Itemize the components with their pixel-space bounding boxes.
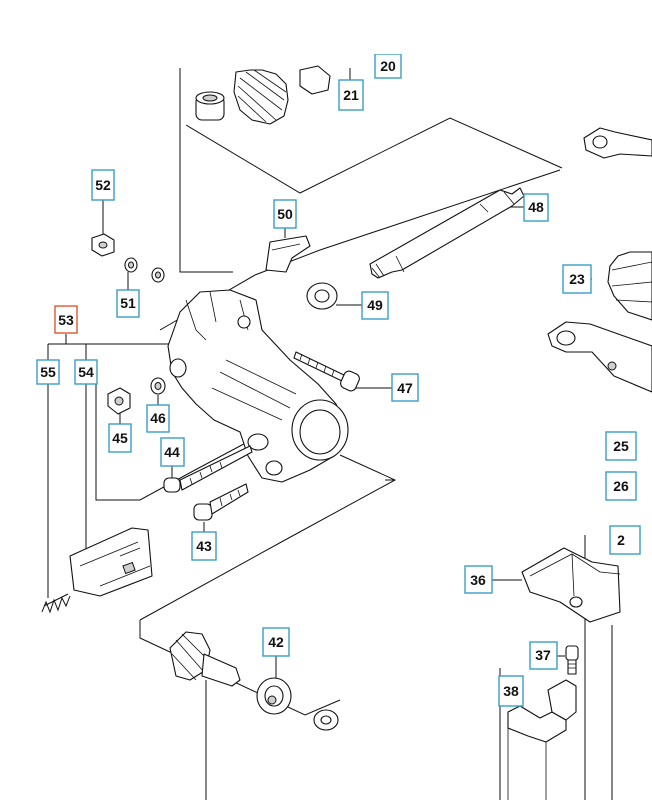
callout-20-text: 20 [380,58,396,74]
callout-54-text: 54 [78,364,94,380]
callout-25[interactable]: 25 [605,431,637,461]
callout-25-text: 25 [613,438,629,454]
callout-21-text: 21 [343,87,359,103]
callout-38-text: 38 [503,683,519,699]
callout-45-text: 45 [112,430,128,446]
callout-49-text: 49 [367,297,383,313]
nut-part-45 [107,387,131,415]
screw-part-37 [565,645,579,675]
callout-43[interactable]: 43 [191,531,217,561]
washer-part-46 [150,377,166,395]
callout-46[interactable]: 46 [146,404,170,433]
spring-part-55 [41,593,71,614]
callout-45-box [108,423,132,453]
callout-36[interactable]: 36 [464,565,493,594]
bevel-gear-top [233,65,331,125]
bearing-part-42 [256,677,339,731]
nut-part-52 [91,233,115,257]
callout-47[interactable]: 47 [391,373,419,402]
callout-53-box [54,305,78,334]
washer-part-51 [124,257,165,283]
callout-26-box [605,471,637,501]
callout-48-box [523,193,549,222]
bracket-part-38 [507,679,577,800]
callout-55[interactable]: 55 [36,359,60,385]
callout-43-box [191,531,217,561]
bevel-gear-bottom [169,631,241,687]
callout-21-box [338,79,364,111]
callout-54-box [74,359,98,385]
callout-25-box [605,431,637,461]
callout-partial-right-text: 2 [617,532,625,548]
callout-44-text: 44 [164,444,180,460]
callout-51-box [116,289,140,318]
callout-50-box [273,199,297,229]
callout-21[interactable]: 21 [338,79,364,111]
callout-53-text: 53 [58,312,74,328]
callout-51[interactable]: 51 [116,289,140,318]
callout-50[interactable]: 50 [273,199,297,229]
arm-part-25 [547,321,652,393]
callout-37-text: 37 [535,647,551,663]
callout-23[interactable]: 23 [562,264,592,294]
callout-48[interactable]: 48 [523,193,549,222]
callout-45[interactable]: 45 [108,423,132,453]
callout-23-text: 23 [569,271,585,287]
guard-part-54 [69,527,153,597]
screw-part-44 [163,445,253,493]
callout-55-box [36,359,60,385]
callout-50-text: 50 [277,206,293,222]
callout-44[interactable]: 44 [160,437,185,467]
callout-47-box [391,373,419,402]
callout-labels: 53 55 54 52 51 50 49 48 [36,53,641,707]
callout-46-text: 46 [150,410,166,426]
callout-52-text: 52 [95,177,111,193]
callout-49[interactable]: 49 [361,291,389,320]
callout-36-text: 36 [470,572,486,588]
callout-36-box [464,565,493,594]
washer-part-49 [306,282,338,310]
gear-part-23 [607,251,652,321]
callout-54[interactable]: 54 [74,359,98,385]
callout-52-box [91,169,115,201]
callout-43-text: 43 [196,538,212,554]
callout-42[interactable]: 42 [262,627,290,657]
callout-26-text: 26 [613,478,629,494]
callout-44-box [160,437,185,467]
callout-52[interactable]: 52 [91,169,115,201]
callout-20[interactable]: 20 [374,53,402,79]
shaft-part-48 [369,187,525,279]
callout-46-box [146,404,170,433]
callout-48-text: 48 [528,199,544,215]
screw-part-43 [193,483,249,521]
callout-23-box [562,264,592,294]
top-crop [0,0,652,54]
callout-55-text: 55 [40,364,56,380]
callout-42-box [262,627,290,657]
callout-51-text: 51 [120,295,136,311]
callout-38[interactable]: 38 [498,675,524,707]
callout-53[interactable]: 53 [54,305,78,334]
callout-partial-right[interactable]: 2 [609,525,641,555]
callout-37[interactable]: 37 [529,641,558,670]
callout-47-text: 47 [397,380,413,396]
bracket-part-36 [521,547,621,623]
arm-part-top-right [583,127,652,159]
callout-42-text: 42 [268,634,284,650]
bearing-part [195,91,225,121]
callout-partial-right-box [609,525,641,555]
housing-part [167,289,349,483]
callout-26[interactable]: 26 [605,471,637,501]
callout-37-box [529,641,558,670]
bolt-part-47 [293,351,360,392]
parts [41,65,652,800]
callout-49-box [361,291,389,320]
callout-38-box [498,675,524,707]
key-part-50 [265,235,311,273]
